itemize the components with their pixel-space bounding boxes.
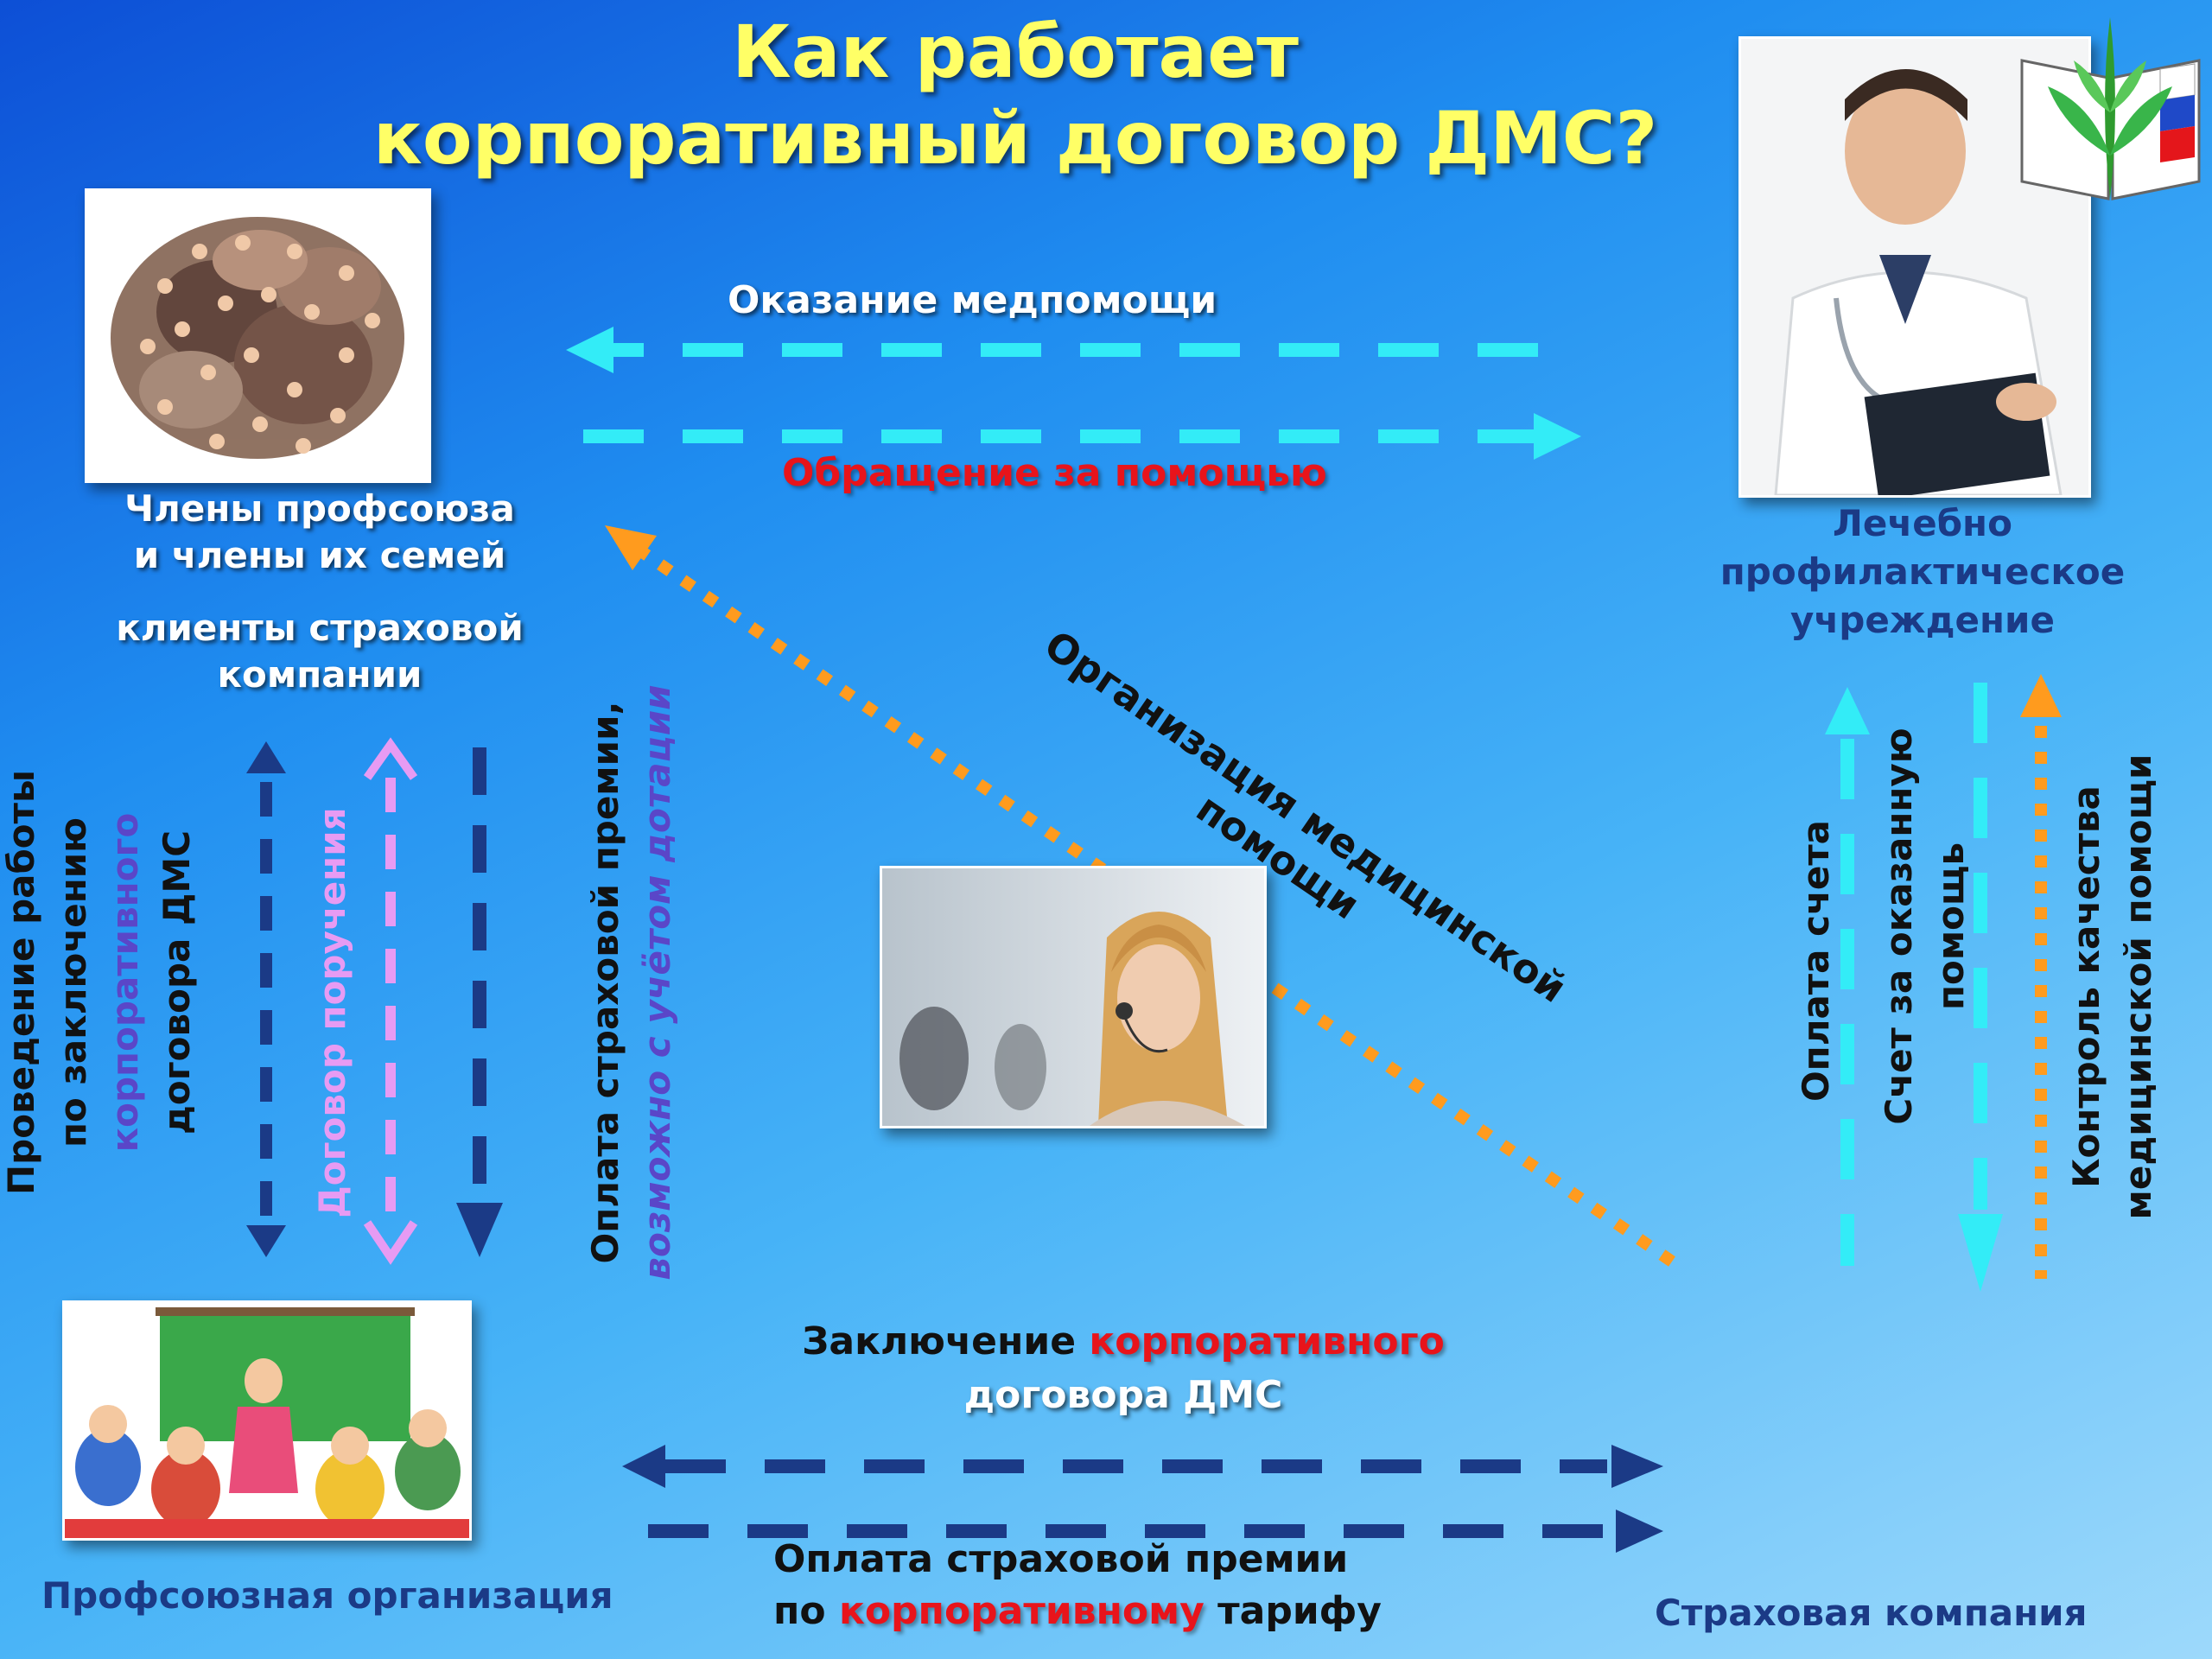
quality-control-line-2: медицинской помощи [2117, 753, 2159, 1220]
page-title: Как работает корпоративный договор ДМС? [0, 9, 2031, 181]
arrow-premium-tariff [648, 1510, 1663, 1553]
members-label-line-1: Члены профсоюза [124, 487, 515, 530]
arrow-conduct-work [246, 741, 286, 1257]
quality-control-label: Контроль качества медицинской помощи [2061, 684, 2164, 1289]
logo-emblem [2020, 17, 2201, 200]
quality-control-line-1: Контроль качества [2065, 785, 2107, 1188]
arrow-care-provision [566, 327, 1538, 373]
clinic-label-line-2: профилактическое [1719, 550, 2126, 593]
arrow-pay-invoice [1825, 687, 1870, 1266]
members-sublabel-line-2: компании [217, 653, 423, 696]
arrow-quality-control [2020, 674, 2062, 1279]
premium-tariff-line-2: по корпоративному тарифу [773, 1586, 1382, 1637]
arrow-contract [622, 1445, 1663, 1488]
invoice-label: Счет за оказанную помощь [1873, 667, 1977, 1185]
title-line-2: корпоративный договор ДМС? [372, 96, 1658, 181]
mandate-label: Договор поручения [311, 807, 353, 1218]
crowd-picture [87, 191, 429, 480]
title-line-1: Как работает [732, 10, 1299, 94]
premium-tariff-line-1: Оплата страховой премии [773, 1537, 1349, 1581]
care-provision-label: Оказание медпомощи [728, 278, 1217, 322]
help-request-label: Обращение за помощью [782, 451, 1327, 495]
contract-label: Заключение корпоративного договора ДМС [691, 1315, 1555, 1422]
clinic-label-line-3: учреждение [1790, 599, 2055, 641]
premium-tariff-part-2: корпоративному [838, 1589, 1205, 1633]
meeting-picture [65, 1303, 469, 1538]
contract-label-part-1: Заключение [802, 1319, 1090, 1363]
clinic-label-line-1: Лечебно [1833, 502, 2012, 544]
contract-label-part-2: корпоративного [1089, 1319, 1445, 1363]
members-label-line-2: и члены их семей [133, 534, 506, 576]
insurer-label: Страховая компания [1655, 1592, 2088, 1634]
premium-subsidy-line-2: возможно с учётом дотации [636, 684, 678, 1281]
premium-tariff-part-3: тарифу [1204, 1589, 1382, 1633]
doctor-image [1738, 36, 2091, 498]
conduct-work-line-1: Проведение работы [0, 770, 42, 1196]
conduct-work-line-4: договора ДМС [156, 830, 198, 1135]
premium-subsidy-label: Оплата страховой премии, возможно с учёт… [580, 637, 683, 1328]
premium-subsidy-line-1: Оплата страховой премии, [584, 701, 626, 1264]
members-crowd-image [85, 188, 431, 483]
union-org-label: Профсоюзная организация [41, 1574, 613, 1617]
members-sublabel-line-1: клиенты страховой [116, 607, 524, 649]
operator-image [880, 866, 1267, 1128]
union-logo-icon [2013, 0, 2208, 216]
pay-invoice-label: Оплата счета [1795, 819, 1837, 1103]
conduct-work-label: Проведение работы по заключению корпорат… [0, 723, 203, 1242]
arrow-premium-subsidy [456, 747, 503, 1257]
contract-label-line-1: Заключение корпоративного [691, 1315, 1555, 1369]
conduct-work-line-3: корпоративного [104, 812, 146, 1153]
arrow-help-request [583, 413, 1581, 460]
members-sublabel: клиенты страховой компании [52, 605, 588, 698]
members-label: Члены профсоюза и члены их семей [52, 486, 588, 579]
invoice-line-2: помощь [1929, 842, 1972, 1011]
premium-tariff-label: Оплата страховой премии по корпоративном… [773, 1534, 1382, 1637]
union-meeting-image [62, 1300, 472, 1541]
arrow-invoice [1958, 683, 2003, 1292]
operator-picture [882, 868, 1264, 1126]
conduct-work-line-2: по заключению [52, 817, 94, 1147]
clinic-label: Лечебно профилактическое учреждение [1668, 499, 2177, 645]
arrow-mandate [363, 737, 418, 1265]
arrow-organization [605, 525, 1675, 1267]
contract-label-line-2: договора ДМС [963, 1373, 1283, 1417]
invoice-line-1: Счет за оказанную [1878, 728, 1920, 1125]
premium-tariff-part-1: по [773, 1589, 839, 1633]
